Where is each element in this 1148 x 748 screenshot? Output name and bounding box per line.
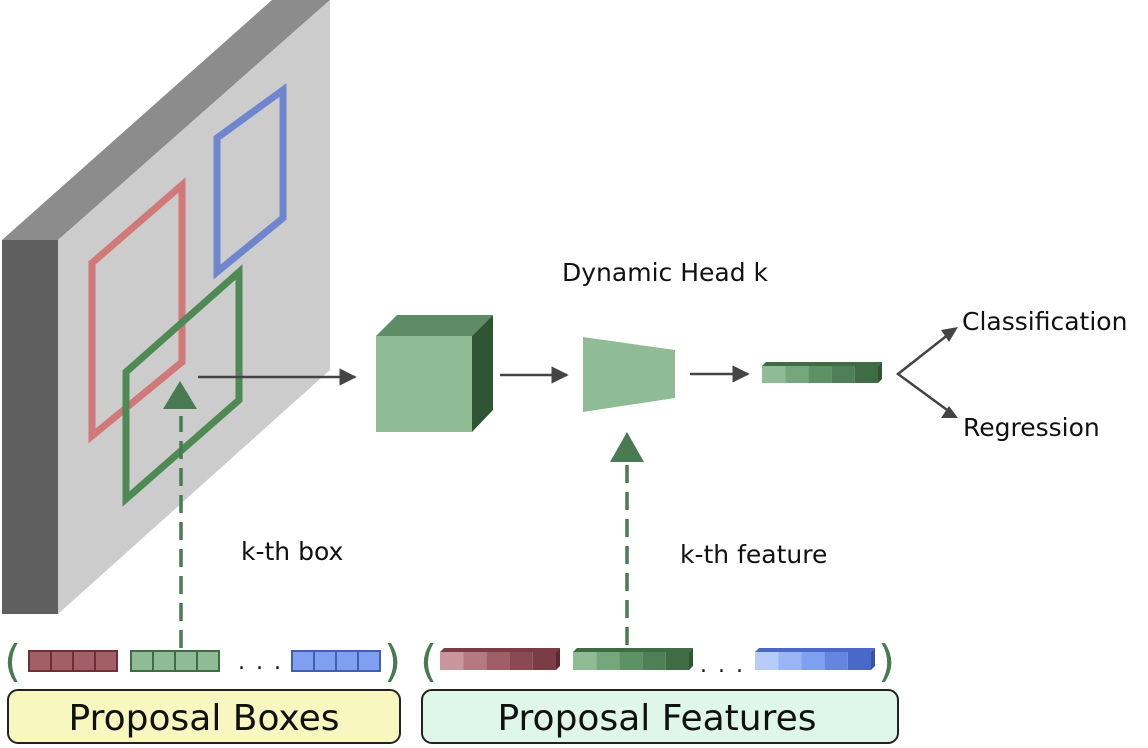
feature-vector-cell <box>665 652 689 670</box>
output-vector-side <box>878 362 882 383</box>
cube-top <box>376 315 493 336</box>
arrowhead-regression <box>941 406 958 418</box>
feature-vector-cell <box>509 652 533 670</box>
feature-vector-cell <box>847 652 871 670</box>
feature-vector-cell <box>440 652 464 670</box>
proposal-features-sequence: ( . . . ) <box>420 636 895 687</box>
proposal-features-box <box>421 689 899 744</box>
output-vector-cell <box>785 366 809 383</box>
feature-map-board <box>2 0 330 614</box>
green-box-vector <box>130 650 220 672</box>
output-vector-cell <box>831 366 855 383</box>
feature-vector-cell <box>755 652 779 670</box>
ellipsis: . . . <box>700 653 745 678</box>
box-vector-cell <box>152 650 176 672</box>
arrowhead-classification <box>941 327 958 342</box>
board-side <box>2 240 58 614</box>
feature-vector-cell <box>596 652 620 670</box>
box-vector-cell <box>196 650 220 672</box>
cube-front <box>376 336 472 432</box>
box-pointer-triangle <box>163 381 197 409</box>
proposal-features-label: Proposal Features <box>497 698 816 739</box>
close-paren: ) <box>878 636 895 687</box>
red-proposal-box <box>88 177 186 444</box>
proposal-boxes-sequence: ( . . . ) <box>4 636 401 687</box>
red-feature-vector <box>440 648 560 670</box>
classification-label: Classification <box>962 307 1127 336</box>
output-vector-cell <box>762 366 786 383</box>
open-paren: ( <box>420 636 437 687</box>
feature-vector-cell <box>532 652 556 670</box>
board-top <box>2 0 330 240</box>
box-vector-cell <box>130 650 154 672</box>
blue-proposal-box <box>213 83 287 280</box>
feature-vector-cell <box>573 652 597 670</box>
dynamic-head-label: Dynamic Head k <box>562 258 769 287</box>
feature-vector-side <box>556 648 560 670</box>
output-vector-top <box>762 362 882 366</box>
kth-feature-label: k-th feature <box>680 540 827 569</box>
ellipsis: . . . <box>238 650 283 675</box>
feature-vector-top <box>755 648 875 652</box>
red-box-vector <box>28 650 118 672</box>
regression-label: Regression <box>963 413 1100 442</box>
feature-vector-side <box>871 648 875 670</box>
box-vector-cell <box>50 650 74 672</box>
feature-vector-icon <box>762 362 882 383</box>
feature-vector-cell <box>619 652 643 670</box>
proposal-features-panel: Proposal Features <box>421 689 899 744</box>
feature-vector-cell <box>463 652 487 670</box>
cube-side <box>472 315 493 432</box>
box-vector-cell <box>313 650 337 672</box>
feature-vector-cell <box>801 652 825 670</box>
dashed-arrowhead-kth-feature <box>610 432 644 462</box>
feature-vector-top <box>440 648 560 652</box>
open-paren: ( <box>4 636 21 687</box>
box-vector-cell <box>174 650 198 672</box>
blue-box-vector <box>291 650 381 672</box>
box-vector-cell <box>291 650 315 672</box>
feature-vector-side <box>689 648 693 670</box>
cube-icon <box>376 315 493 432</box>
kth-box-label: k-th box <box>241 537 343 566</box>
trapezoid-icon <box>583 337 675 412</box>
box-vector-cell <box>28 650 52 672</box>
output-vector-cell <box>854 366 878 383</box>
box-vector-cell <box>72 650 96 672</box>
blue-feature-vector <box>755 648 875 670</box>
box-vector-cell <box>335 650 359 672</box>
proposal-boxes-panel: Proposal Boxes <box>7 689 401 744</box>
box-vector-cell <box>94 650 118 672</box>
feature-vector-cell <box>642 652 666 670</box>
feature-vector-top <box>573 648 693 652</box>
proposal-boxes-box <box>7 689 401 744</box>
proposal-boxes-label: Proposal Boxes <box>69 698 340 739</box>
close-paren: ) <box>384 636 401 687</box>
feature-vector-cell <box>778 652 802 670</box>
output-vector-cell <box>808 366 832 383</box>
box-vector-cell <box>357 650 381 672</box>
feature-vector-cell <box>486 652 510 670</box>
feature-vector-cell <box>824 652 848 670</box>
green-proposal-box <box>122 264 243 507</box>
green-feature-vector <box>573 648 693 670</box>
split-connector <box>895 329 955 417</box>
